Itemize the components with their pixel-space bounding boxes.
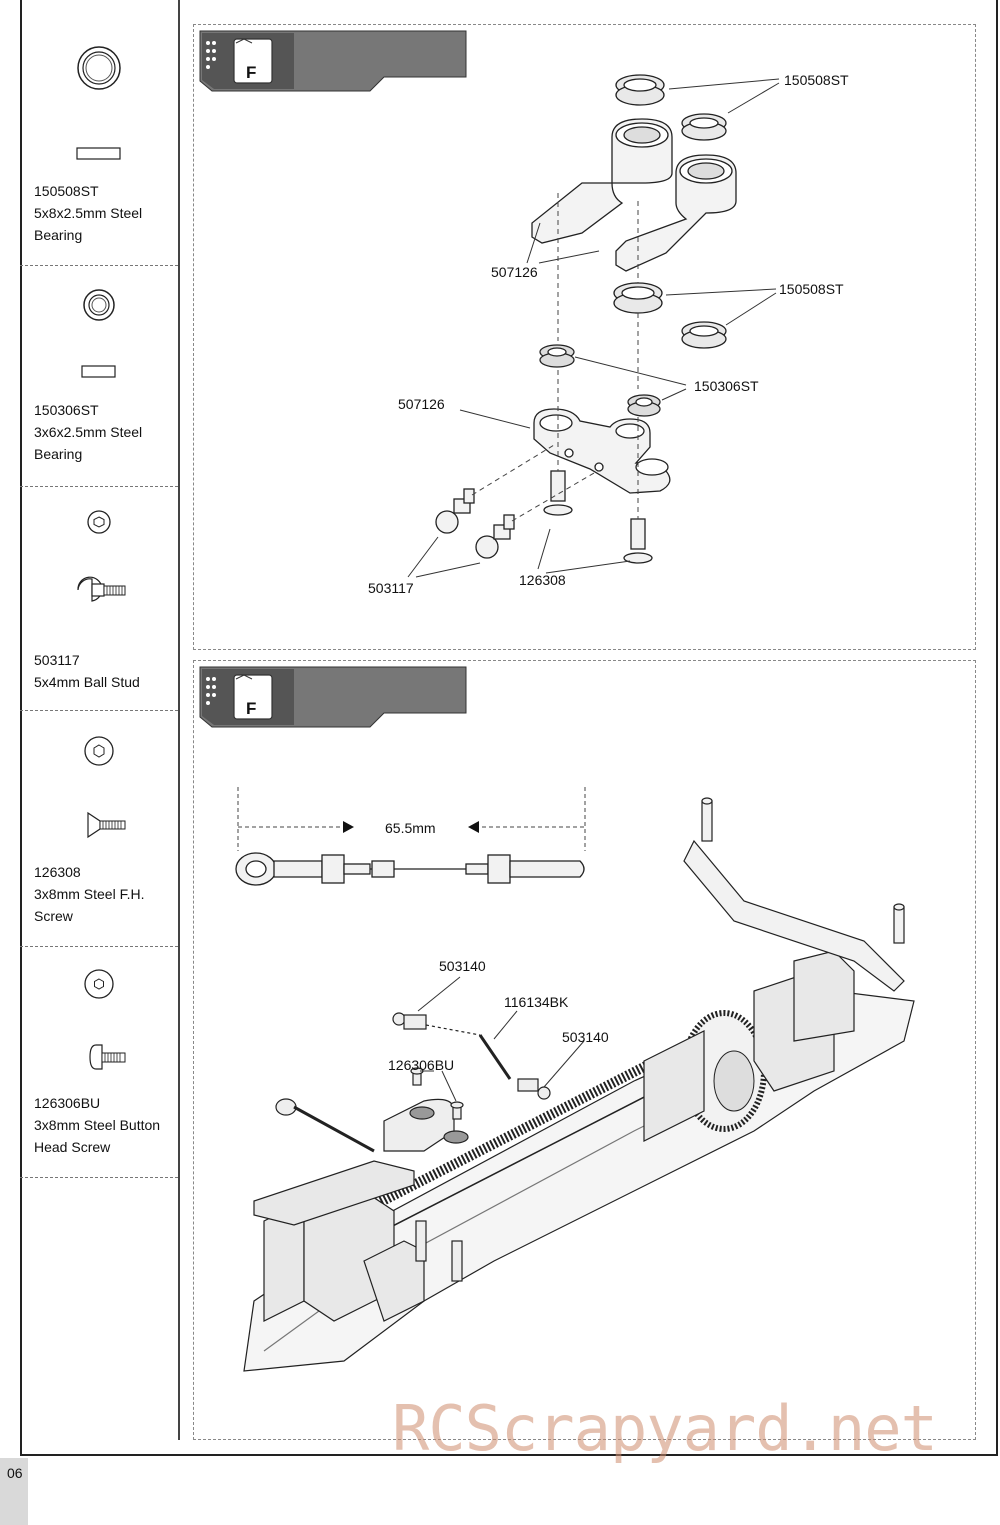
part-code: 150508ST — [34, 183, 99, 199]
step-panel-1: 150508ST 507126 150508ST 150306ST 507126… — [193, 24, 976, 650]
part-desc: 5x4mm Ball Stud — [34, 674, 140, 690]
part-desc: 3x8mm Steel Button — [34, 1117, 161, 1133]
leader-lines — [407, 78, 780, 578]
steering-assembly-diagram — [275, 1098, 469, 1282]
bearing-icon — [76, 46, 121, 160]
watermark: RCScrapyard.net — [392, 1392, 938, 1465]
callout-503140: 503140 — [562, 1029, 609, 1045]
divider — [20, 946, 178, 947]
part-code: 150306ST — [34, 402, 99, 418]
page-frame — [20, 0, 998, 1456]
page-number: 06 — [7, 1465, 23, 1481]
lower-steering-arm-diagram — [533, 408, 671, 494]
callout-503140: 503140 — [439, 958, 486, 974]
bearing-icon — [81, 289, 116, 378]
divider — [20, 1177, 178, 1178]
callout-503117: 503117 — [368, 580, 414, 596]
ball-stud-icon — [77, 510, 126, 602]
callout-507126: 507126 — [398, 396, 445, 412]
button-head-screw-icon — [84, 969, 126, 1070]
leader-lines — [417, 976, 585, 1102]
divider — [20, 265, 178, 266]
part-cell-503117: 503117 5x4mm Ball Stud — [20, 487, 178, 709]
callout-126308: 126308 — [519, 572, 566, 588]
part-cell-150508st: 150508ST 5x8x2.5mm Steel Bearing — [20, 0, 178, 265]
dimension-line — [237, 787, 586, 851]
assembly-axis — [471, 193, 639, 522]
bearing-5x8-diagram — [615, 74, 727, 141]
bearing-5x8-diagram — [613, 282, 727, 349]
callout-126306bu: 126306BU — [388, 1057, 455, 1073]
callout-150306st: 150306ST — [694, 378, 759, 394]
front-bulkhead-diagram — [253, 1160, 425, 1322]
callout-116134bk: 116134BK — [504, 994, 569, 1010]
step-panel-2: 65.5mm 503140 116134BK 503140 126306BU F — [193, 660, 976, 1440]
part-cell-126308: 126308 3x8mm Steel F.H. Screw — [20, 711, 178, 946]
steering-arm-exploded-diagram — [199, 30, 780, 578]
callout-507126: 507126 — [491, 264, 538, 280]
part-code: 503117 — [34, 652, 80, 668]
rod-end-diagram — [392, 1012, 551, 1100]
flat-head-screw-diagram — [543, 470, 653, 564]
part-code: 126308 — [34, 864, 81, 880]
flat-head-screw-icon — [84, 736, 126, 839]
part-desc: Bearing — [34, 227, 83, 243]
part-desc: Head Screw — [34, 1139, 111, 1155]
steering-arm-diagram — [531, 118, 737, 272]
chassis-assembly-diagram — [199, 666, 915, 1372]
divider — [20, 710, 178, 711]
callout-150508st: 150508ST — [779, 281, 844, 297]
turnbuckle-diagram — [235, 852, 585, 886]
bag-label: F — [246, 63, 257, 82]
divider — [20, 486, 178, 487]
bag-header — [199, 30, 467, 92]
bag-label: F — [246, 699, 257, 718]
bearing-3x6-diagram — [539, 344, 661, 417]
page-number-bar — [0, 1458, 28, 1525]
part-cell-126306bu: 126306BU 3x8mm Steel Button Head Screw — [20, 947, 178, 1177]
body-post-diagram — [683, 797, 905, 992]
dimension-label: 65.5mm — [385, 820, 436, 836]
ball-stud-diagram — [435, 488, 515, 559]
part-desc: 5x8x2.5mm Steel — [34, 205, 143, 221]
part-code: 126306BU — [34, 1095, 101, 1111]
part-desc: Screw — [34, 908, 73, 924]
part-cell-150306st: 150306ST 3x6x2.5mm Steel Bearing — [20, 266, 178, 486]
button-head-screw-diagram — [410, 1067, 464, 1120]
callout-150508st: 150508ST — [784, 72, 849, 88]
part-desc: Bearing — [34, 446, 83, 462]
part-desc: 3x8mm Steel F.H. — [34, 886, 145, 902]
part-desc: 3x6x2.5mm Steel — [34, 424, 143, 440]
bag-header — [199, 666, 467, 728]
parts-column: 150508ST 5x8x2.5mm Steel Bearing 150306S… — [20, 0, 180, 1440]
